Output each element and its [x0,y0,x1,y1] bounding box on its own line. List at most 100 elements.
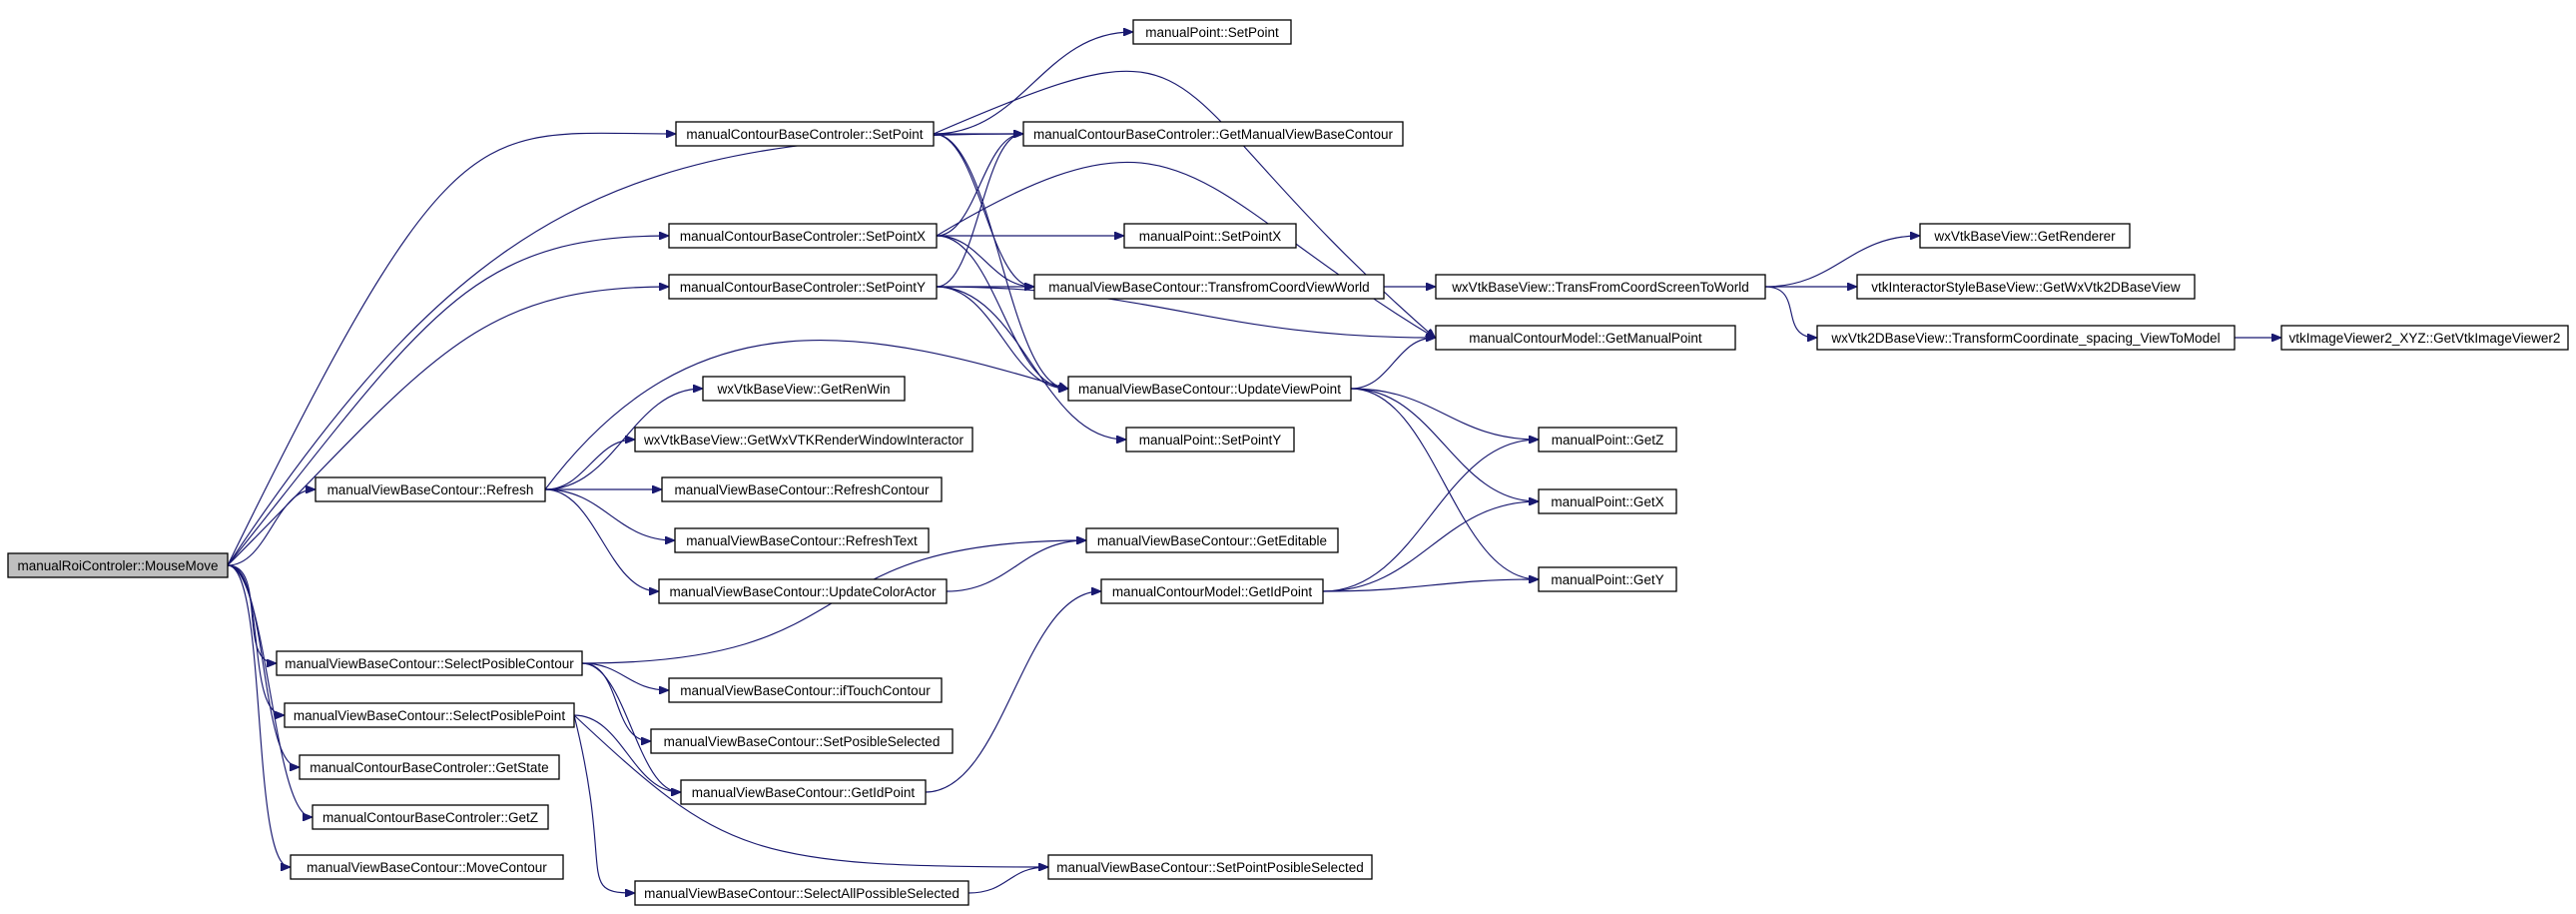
node-label: wxVtkBaseView::TransFromCoordScreenToWor… [1451,280,1749,295]
call-edge [967,867,1047,894]
node-label: manualViewBaseContour::SelectPosibleCont… [285,656,574,671]
node-box [276,650,583,676]
node-cbc-get-z[interactable]: manualContourBaseControler::GetZ [312,804,549,830]
node-mp-get-x[interactable]: manualPoint::GetX [1538,488,1677,514]
node-box [1538,427,1677,453]
call-edge [544,488,674,540]
node-label: manualPoint::SetPointY [1139,433,1282,448]
node-label: manualContourBaseControler::SetPoint [686,127,923,142]
node-cbc-set-point-x[interactable]: manualContourBaseControler::SetPointX [668,223,938,249]
node-vbc-select-p-c[interactable]: manualViewBaseContour::SelectPosibleCont… [276,650,583,676]
node-box [7,552,229,578]
node-label: wxVtkBaseView::GetRenWin [716,382,890,397]
node-label: manualPoint::SetPoint [1145,25,1279,40]
node-label: manualContourBaseControler::SetPointY [680,280,926,295]
node-cbc-set-point[interactable]: manualContourBaseControler::SetPoint [675,121,935,147]
node-label: manualContourModel::GetIdPoint [1112,584,1313,599]
node-wx-trans-c-s[interactable]: wxVtkBaseView::TransFromCoordScreenToWor… [1435,274,1766,300]
node-vbc-set-p-s[interactable]: manualViewBaseContour::SetPosibleSelecte… [650,728,954,754]
node-vbc-get-id-point[interactable]: manualViewBaseContour::GetIdPoint [680,779,927,805]
call-edge [933,32,1132,135]
node-box [661,476,943,502]
node-box [1435,274,1766,300]
node-cbc-get-state[interactable]: manualContourBaseControler::GetState [299,754,560,780]
node-mp-set-point[interactable]: manualPoint::SetPoint [1132,19,1292,45]
call-edge [1350,388,1538,579]
call-edge [936,286,1067,389]
node-label: manualViewBaseContour::SelectAllPossible… [644,886,960,901]
node-vbc-move-contour[interactable]: manualViewBaseContour::MoveContour [290,854,564,880]
node-label: manualViewBaseContour::TransfromCoordVie… [1048,280,1369,295]
call-edge [933,70,1435,338]
call-edge [936,134,1022,237]
node-vbc-update-v-p[interactable]: manualViewBaseContour::UpdateViewPoint [1067,376,1352,402]
node-box [668,677,943,703]
node-label: manualViewBaseContour::Refresh [327,482,534,497]
node-box [702,376,906,402]
node-label: manualPoint::GetY [1551,572,1663,587]
call-edge [581,662,668,690]
node-label: manualViewBaseContour::SelectPosiblePoin… [294,708,565,723]
node-box [675,121,935,147]
node-vbc-refresh[interactable]: manualViewBaseContour::Refresh [315,476,546,502]
call-edge [573,714,634,893]
call-edge [227,236,668,566]
call-edge [581,662,650,741]
node-box [1132,19,1292,45]
node-label: manualViewBaseContour::MoveContour [307,860,547,875]
node-box [1067,376,1352,402]
call-edge [936,235,1033,287]
node-mp-get-y[interactable]: manualPoint::GetY [1538,566,1677,592]
node-iv2-get-viewer[interactable]: vtkImageViewer2_XYZ::GetVtkImageViewer2 [2280,325,2569,351]
node-vbc-set-p-p-s[interactable]: manualViewBaseContour::SetPointPosibleSe… [1047,854,1373,880]
node-box [634,880,969,906]
node-box [299,754,560,780]
call-edge [946,540,1085,592]
node-mouse-move[interactable]: manualRoiControler::MouseMove [7,552,229,578]
call-edge [544,389,702,490]
node-label: vtkInteractorStyleBaseView::GetWxVtk2DBa… [1871,280,2181,295]
call-edge [1764,236,1919,288]
node-box [1047,854,1373,880]
node-box [1816,325,2236,351]
node-vbc-if-touch[interactable]: manualViewBaseContour::ifTouchContour [668,677,943,703]
node-wx-get-r-w-i[interactable]: wxVtkBaseView::GetWxVTKRenderWindowInter… [634,427,973,453]
call-edge [925,591,1100,793]
node-label: vtkImageViewer2_XYZ::GetVtkImageViewer2 [2289,331,2561,346]
node-box [312,804,549,830]
node-vbc-transf[interactable]: manualViewBaseContour::TransfromCoordVie… [1033,274,1385,300]
call-edge [227,564,290,867]
node-vbc-select-p-p[interactable]: manualViewBaseContour::SelectPosiblePoin… [284,702,575,728]
node-mp-set-point-x[interactable]: manualPoint::SetPointX [1123,223,1297,249]
call-edge [933,133,1033,287]
node-label: manualPoint::GetZ [1552,433,1664,448]
node-mcm-get-m-p[interactable]: manualContourModel::GetManualPoint [1435,325,1736,351]
node-vbc-get-editable[interactable]: manualViewBaseContour::GetEditable [1085,527,1339,553]
node-mcm-get-id-point[interactable]: manualContourModel::GetIdPoint [1100,578,1324,604]
call-edge [1350,338,1435,390]
node-vbc-select-all[interactable]: manualViewBaseContour::SelectAllPossible… [634,880,969,906]
node-vbc-update-color[interactable]: manualViewBaseContour::UpdateColorActor [658,578,948,604]
node-cbc-get-m-v-b-c[interactable]: manualContourBaseControler::GetManualVie… [1022,121,1404,147]
node-label: wxVtk2DBaseView::TransformCoordinate_spa… [1830,331,2220,346]
node-mp-set-point-y[interactable]: manualPoint::SetPointY [1125,427,1295,453]
node-is-get-wx2-d[interactable]: vtkInteractorStyleBaseView::GetWxVtk2DBa… [1856,274,2196,300]
call-edge [936,161,1435,338]
call-edge [1350,388,1538,501]
node-wx2-d-transform[interactable]: wxVtk2DBaseView::TransformCoordinate_spa… [1816,325,2236,351]
call-edge [1322,440,1538,592]
call-edge [227,489,315,566]
node-box [650,728,954,754]
node-cbc-set-point-y[interactable]: manualContourBaseControler::SetPointY [668,274,938,300]
call-edge [1322,501,1538,592]
call-edge [1350,388,1538,440]
node-wx-get-renderer[interactable]: wxVtkBaseView::GetRenderer [1919,223,2131,249]
node-mp-get-z[interactable]: manualPoint::GetZ [1538,427,1677,453]
node-wx-get-ren-win[interactable]: wxVtkBaseView::GetRenWin [702,376,906,402]
node-vbc-refresh-contour[interactable]: manualViewBaseContour::RefreshContour [661,476,943,502]
node-box [680,779,927,805]
call-edge [933,133,1067,389]
node-label: manualViewBaseContour::SetPointPosibleSe… [1056,860,1363,875]
node-vbc-refresh-text[interactable]: manualViewBaseContour::RefreshText [674,527,930,553]
